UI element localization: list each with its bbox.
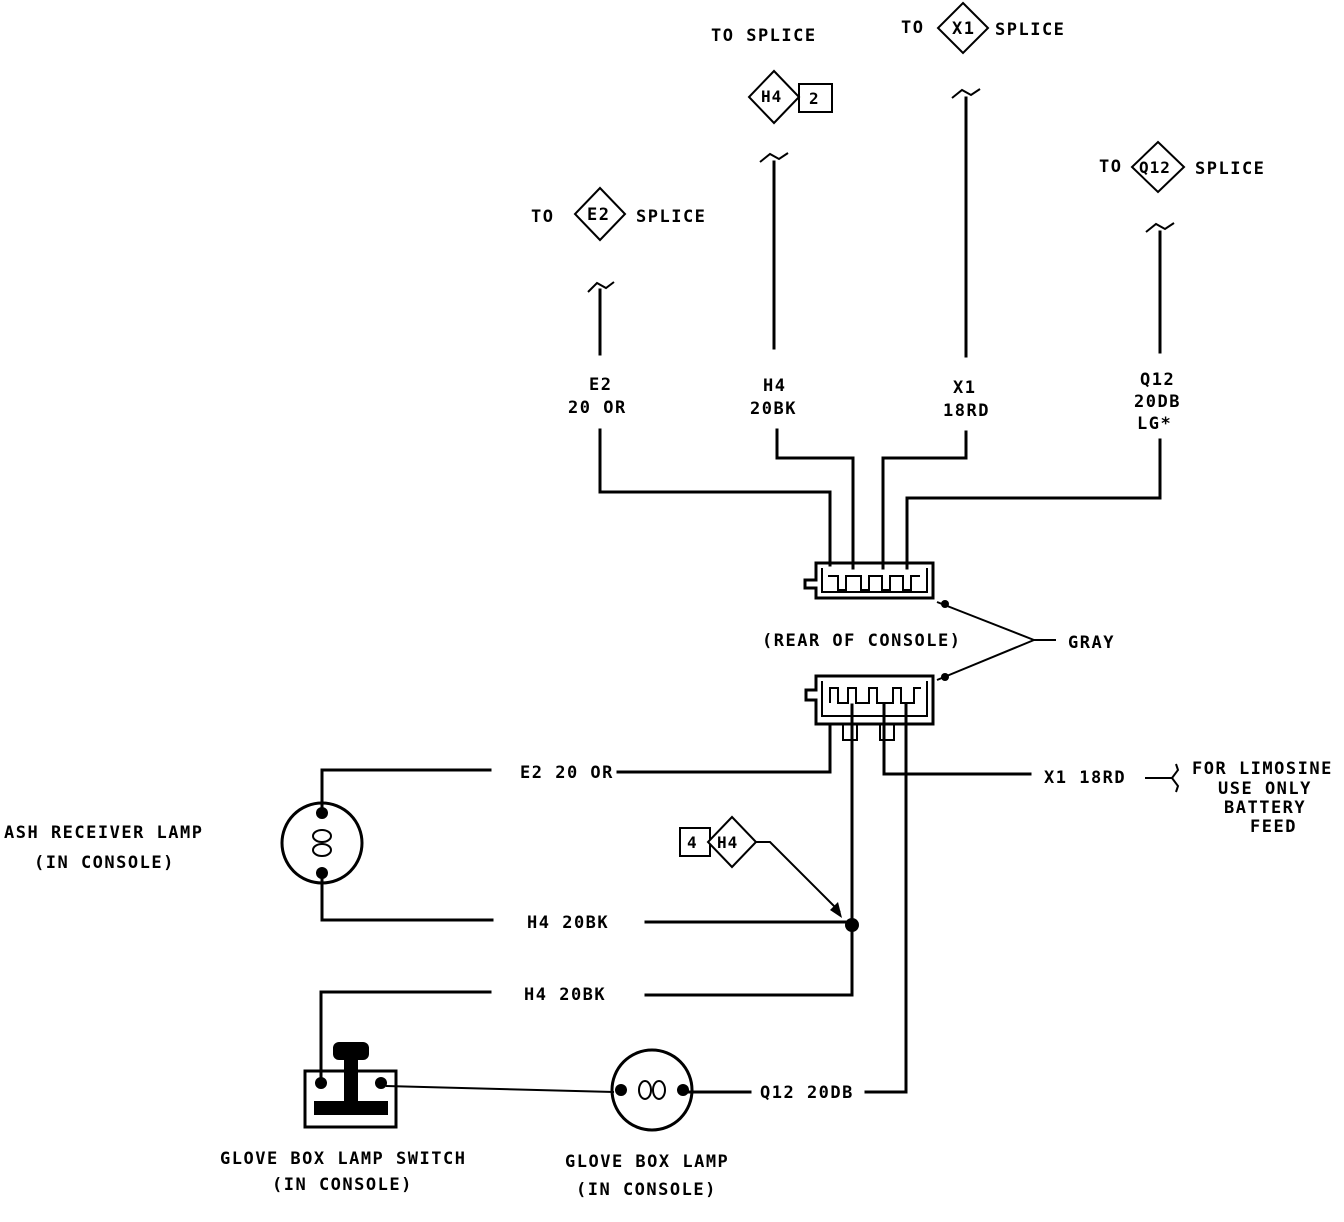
h4-splice-node — [845, 918, 859, 932]
svg-text:18RD: 18RD — [943, 401, 990, 421]
svg-text:4: 4 — [687, 833, 698, 852]
limo-note: FOR LIMOSINE USE ONLY BATTERY FEED — [1192, 759, 1333, 837]
svg-text:TO: TO — [1099, 157, 1122, 177]
glove-box-lamp — [610, 1048, 694, 1132]
h4-lower-label-b: H4 20BK — [524, 985, 606, 1005]
lower-connector — [804, 674, 935, 741]
ash-lamp-label: ASH RECEIVER LAMP — [4, 823, 204, 843]
svg-text:FEED: FEED — [1250, 817, 1297, 837]
glove-switch-sublabel: (IN CONSOLE) — [272, 1175, 413, 1195]
q12-diamond — [1130, 140, 1186, 194]
svg-text:E2: E2 — [589, 375, 612, 395]
svg-text:20DB: 20DB — [1134, 392, 1181, 412]
limo-break-mark — [1145, 763, 1180, 793]
svg-text:BATTERY: BATTERY — [1224, 798, 1306, 818]
svg-text:TO SPLICE: TO SPLICE — [711, 26, 817, 46]
svg-text:H4: H4 — [717, 833, 738, 852]
svg-text:TO: TO — [901, 18, 924, 38]
svg-text:20 OR: 20 OR — [568, 398, 627, 418]
svg-text:SPLICE: SPLICE — [636, 207, 706, 227]
q12-splice-ref: TO Q12 SPLICE — [1099, 140, 1265, 194]
h4-ref-marker: 4 H4 — [679, 815, 842, 918]
upper-connector — [803, 561, 935, 600]
svg-text:SPLICE: SPLICE — [995, 20, 1065, 40]
e2-diamond — [573, 186, 627, 242]
h4-wire-tag: H4 20BK — [750, 376, 797, 419]
glove-switch-label: GLOVE BOX LAMP SWITCH — [220, 1149, 466, 1169]
svg-text:SPLICE: SPLICE — [1195, 159, 1265, 179]
svg-text:H4: H4 — [763, 376, 786, 396]
q12-wire-tag: Q12 20DB LG* — [1134, 370, 1181, 434]
svg-text:2: 2 — [809, 89, 820, 108]
svg-text:Q12: Q12 — [1140, 370, 1175, 390]
x1-lower-label: X1 18RD — [1044, 768, 1126, 788]
h4-splice-ref: TO SPLICE H4 2 — [711, 26, 833, 125]
q12-lower-label: Q12 20DB — [760, 1083, 854, 1103]
svg-text:X1: X1 — [952, 19, 975, 39]
connector-location-label: (REAR OF CONSOLE) — [762, 631, 962, 651]
svg-text:Q12: Q12 — [1139, 158, 1171, 177]
e2-wire-tag: E2 20 OR — [568, 375, 627, 418]
h4-break-mark — [759, 152, 789, 163]
ash-lamp-sublabel: (IN CONSOLE) — [34, 853, 175, 873]
x1-break-mark — [951, 88, 981, 99]
glove-box-switch — [303, 1042, 398, 1129]
svg-text:E2: E2 — [587, 205, 610, 225]
glove-lamp-label: GLOVE BOX LAMP — [565, 1152, 729, 1172]
svg-text:X1: X1 — [953, 378, 976, 398]
x1-splice-ref: TO X1 SPLICE — [901, 1, 1065, 55]
e2-splice-ref: TO E2 SPLICE — [531, 186, 706, 242]
e2-break-mark — [587, 281, 615, 293]
svg-text:TO: TO — [531, 207, 554, 227]
svg-text:20BK: 20BK — [750, 399, 797, 419]
q12-break-mark — [1145, 222, 1175, 233]
x1-diamond — [936, 1, 990, 55]
h4-lower-label-a: H4 20BK — [527, 913, 609, 933]
glove-lamp-sublabel: (IN CONSOLE) — [576, 1180, 717, 1200]
ash-receiver-lamp — [280, 801, 364, 885]
h4-diamond — [747, 69, 801, 125]
svg-text:FOR LIMOSINE: FOR LIMOSINE — [1192, 759, 1333, 779]
svg-text:LG*: LG* — [1137, 414, 1172, 434]
h4-number-box — [798, 83, 833, 113]
x1-wire-tag: X1 18RD — [943, 378, 990, 421]
svg-text:H4: H4 — [761, 87, 782, 106]
e2-lower-label: E2 20 OR — [520, 763, 614, 783]
connector-color-label: GRAY — [1068, 633, 1115, 653]
svg-text:USE ONLY: USE ONLY — [1218, 779, 1312, 799]
